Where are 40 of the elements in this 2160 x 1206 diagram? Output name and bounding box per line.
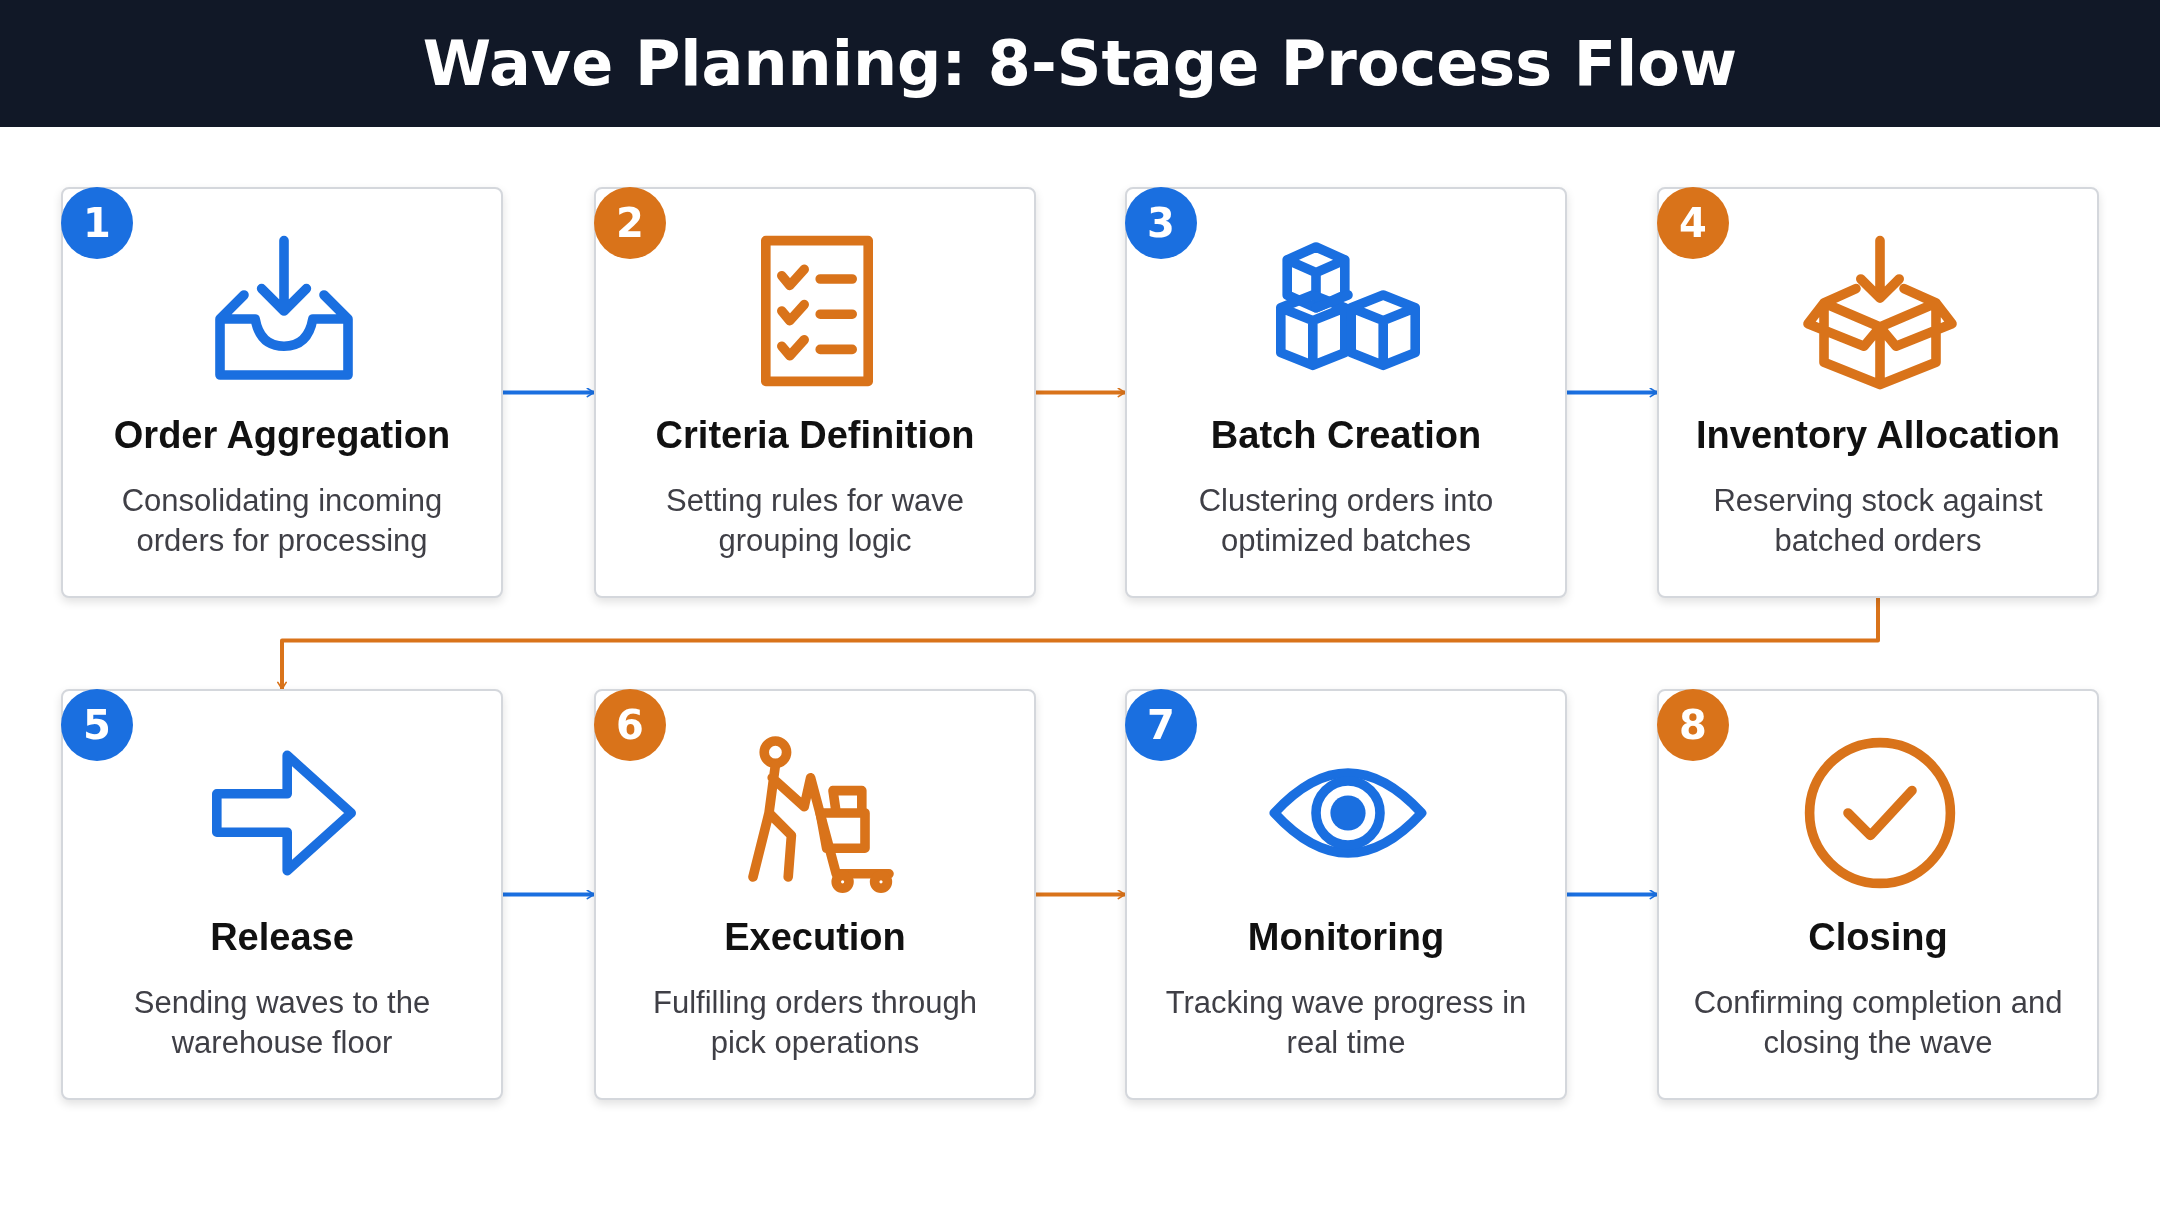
stage-title: Order Aggregation xyxy=(112,414,452,457)
stage-description: Fulfilling orders through pick operations xyxy=(652,984,978,1062)
stage-card xyxy=(61,689,503,1100)
step-number: 2 xyxy=(594,187,666,259)
step-number: 6 xyxy=(594,689,666,761)
stage-description: Reserving stock against batched orders xyxy=(1712,482,2044,560)
stage-card xyxy=(1657,187,2099,598)
arrow xyxy=(1567,889,1658,900)
stage-description: Consolidating incoming orders for processing xyxy=(120,482,444,560)
step-number: 5 xyxy=(61,689,133,761)
stage-card xyxy=(61,187,503,598)
step-number: 3 xyxy=(1125,187,1197,259)
stage-description: Confirming completion and closing the wave xyxy=(1692,984,2064,1062)
step-number: 8 xyxy=(1657,689,1729,761)
stage-title: Closing xyxy=(1807,916,1949,959)
stage-description: Setting rules for wave grouping logic xyxy=(664,482,966,560)
step-number: 4 xyxy=(1657,187,1729,259)
stage-title: Execution xyxy=(723,916,907,959)
stage-description: Sending waves to the warehouse floor xyxy=(132,984,432,1062)
stage-description: Clustering orders into optimized batches xyxy=(1197,482,1495,560)
arrow xyxy=(503,387,595,398)
stage-card xyxy=(594,187,1036,598)
step-number: 1 xyxy=(61,187,133,259)
stage-card xyxy=(594,689,1036,1100)
arrow xyxy=(277,598,1880,690)
stage-card xyxy=(1125,187,1567,598)
step-number: 7 xyxy=(1125,689,1197,761)
stage-card xyxy=(1657,689,2099,1100)
stage-title: Criteria Definition xyxy=(654,414,976,457)
stage-card xyxy=(1125,689,1567,1100)
stage-title: Monitoring xyxy=(1246,916,1446,959)
arrow xyxy=(503,889,595,900)
arrow xyxy=(1036,387,1126,398)
stage-title: Release xyxy=(209,916,355,959)
arrow xyxy=(1567,387,1658,398)
stage-title: Inventory Allocation xyxy=(1695,414,2061,457)
arrow xyxy=(1036,889,1126,900)
stage-description: Tracking wave progress in real time xyxy=(1164,984,1528,1062)
stage-title: Batch Creation xyxy=(1209,414,1483,457)
diagram-title: Wave Planning: 8-Stage Process Flow xyxy=(421,26,1739,102)
